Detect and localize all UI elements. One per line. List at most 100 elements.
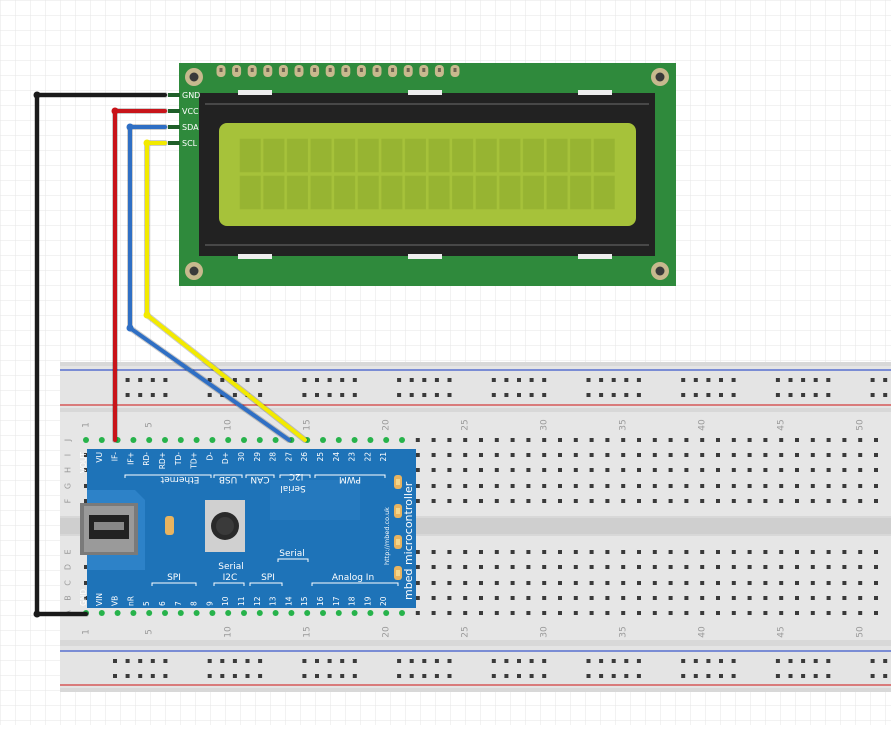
bb-hole[interactable] bbox=[779, 611, 784, 615]
bb-hole[interactable] bbox=[621, 550, 626, 554]
bb-hole[interactable] bbox=[447, 581, 452, 585]
rail-hole[interactable] bbox=[491, 393, 496, 397]
rail-hole[interactable] bbox=[775, 674, 780, 678]
rail-hole[interactable] bbox=[529, 659, 534, 663]
bb-hole[interactable] bbox=[668, 468, 673, 472]
mbed-pin[interactable] bbox=[367, 437, 374, 443]
rail-hole[interactable] bbox=[163, 393, 168, 397]
bb-hole[interactable] bbox=[810, 438, 815, 442]
bb-hole[interactable] bbox=[795, 581, 799, 585]
bb-hole[interactable] bbox=[652, 550, 657, 554]
rail-hole[interactable] bbox=[220, 659, 225, 663]
bb-hole[interactable] bbox=[621, 611, 626, 615]
bb-hole[interactable] bbox=[463, 453, 468, 457]
rail-hole[interactable] bbox=[788, 659, 793, 663]
rail-hole[interactable] bbox=[409, 393, 414, 397]
rail-hole[interactable] bbox=[315, 393, 319, 397]
rail-hole[interactable] bbox=[138, 393, 143, 397]
bb-hole[interactable] bbox=[810, 499, 815, 503]
bb-hole[interactable] bbox=[605, 550, 610, 554]
rail-hole[interactable] bbox=[693, 378, 698, 382]
bb-hole[interactable] bbox=[684, 453, 689, 457]
rail-hole[interactable] bbox=[327, 674, 332, 678]
bb-hole[interactable] bbox=[621, 453, 626, 457]
rail-hole[interactable] bbox=[706, 378, 711, 382]
bb-hole[interactable] bbox=[510, 499, 515, 503]
rail-hole[interactable] bbox=[258, 659, 263, 663]
rail-hole[interactable] bbox=[302, 674, 307, 678]
rail-hole[interactable] bbox=[245, 378, 250, 382]
mbed-pin[interactable] bbox=[225, 437, 232, 443]
bb-hole[interactable] bbox=[494, 453, 499, 457]
bb-hole[interactable] bbox=[558, 596, 562, 600]
bb-hole[interactable] bbox=[415, 468, 420, 472]
bb-hole[interactable] bbox=[716, 596, 720, 600]
bb-hole[interactable] bbox=[494, 468, 499, 472]
bb-hole[interactable] bbox=[510, 468, 515, 472]
mbed-pin[interactable] bbox=[335, 437, 342, 443]
bb-hole[interactable] bbox=[84, 499, 88, 503]
bb-hole[interactable] bbox=[795, 550, 799, 554]
bb-hole[interactable] bbox=[779, 499, 784, 503]
bb-hole[interactable] bbox=[589, 453, 594, 457]
rail-hole[interactable] bbox=[125, 674, 130, 678]
rail-hole[interactable] bbox=[731, 659, 736, 663]
bb-hole[interactable] bbox=[763, 484, 768, 488]
mbed-pin[interactable] bbox=[256, 437, 263, 443]
bb-hole[interactable] bbox=[447, 484, 452, 488]
bb-hole[interactable] bbox=[700, 438, 705, 442]
bb-hole[interactable] bbox=[826, 611, 831, 615]
rail-hole[interactable] bbox=[504, 674, 509, 678]
rail-hole[interactable] bbox=[599, 674, 604, 678]
bb-hole[interactable] bbox=[779, 484, 784, 488]
rail-hole[interactable] bbox=[150, 393, 155, 397]
bb-hole[interactable] bbox=[731, 565, 736, 569]
bb-hole[interactable] bbox=[637, 453, 641, 457]
bb-hole[interactable] bbox=[447, 468, 452, 472]
bb-hole[interactable] bbox=[589, 468, 594, 472]
rail-hole[interactable] bbox=[258, 378, 263, 382]
mbed-pin[interactable] bbox=[288, 610, 295, 616]
bb-hole[interactable] bbox=[858, 453, 863, 457]
rail-hole[interactable] bbox=[636, 674, 641, 678]
bb-hole[interactable] bbox=[494, 596, 499, 600]
bb-hole[interactable] bbox=[826, 596, 831, 600]
bb-hole[interactable] bbox=[573, 611, 578, 615]
rail-hole[interactable] bbox=[586, 674, 591, 678]
rail-hole[interactable] bbox=[220, 378, 225, 382]
bb-hole[interactable] bbox=[431, 484, 436, 488]
rail-hole[interactable] bbox=[586, 659, 591, 663]
bb-hole[interactable] bbox=[716, 468, 720, 472]
bb-hole[interactable] bbox=[479, 596, 483, 600]
bb-hole[interactable] bbox=[684, 581, 689, 585]
bb-hole[interactable] bbox=[700, 565, 705, 569]
bb-hole[interactable] bbox=[526, 596, 531, 600]
mbed-pin[interactable] bbox=[241, 437, 247, 443]
bb-hole[interactable] bbox=[731, 611, 736, 615]
bb-hole[interactable] bbox=[479, 484, 483, 488]
bb-hole[interactable] bbox=[526, 484, 531, 488]
mbed-pin[interactable] bbox=[367, 610, 374, 616]
bb-hole[interactable] bbox=[731, 468, 736, 472]
bb-hole[interactable] bbox=[810, 596, 815, 600]
bb-hole[interactable] bbox=[542, 611, 547, 615]
rail-hole[interactable] bbox=[434, 674, 439, 678]
bb-hole[interactable] bbox=[431, 499, 436, 503]
bb-hole[interactable] bbox=[684, 611, 689, 615]
rail-hole[interactable] bbox=[801, 674, 806, 678]
mbed-pin[interactable] bbox=[320, 610, 326, 616]
bb-hole[interactable] bbox=[810, 611, 815, 615]
bb-hole[interactable] bbox=[415, 611, 420, 615]
bb-hole[interactable] bbox=[526, 468, 531, 472]
bb-hole[interactable] bbox=[479, 581, 483, 585]
bb-hole[interactable] bbox=[795, 596, 799, 600]
rail-hole[interactable] bbox=[163, 659, 168, 663]
bb-hole[interactable] bbox=[526, 581, 531, 585]
bb-hole[interactable] bbox=[621, 581, 626, 585]
bb-hole[interactable] bbox=[763, 611, 768, 615]
bb-hole[interactable] bbox=[573, 438, 578, 442]
bb-hole[interactable] bbox=[605, 468, 610, 472]
mbed-pin[interactable] bbox=[83, 437, 89, 443]
bb-hole[interactable] bbox=[874, 596, 878, 600]
bb-hole[interactable] bbox=[573, 550, 578, 554]
